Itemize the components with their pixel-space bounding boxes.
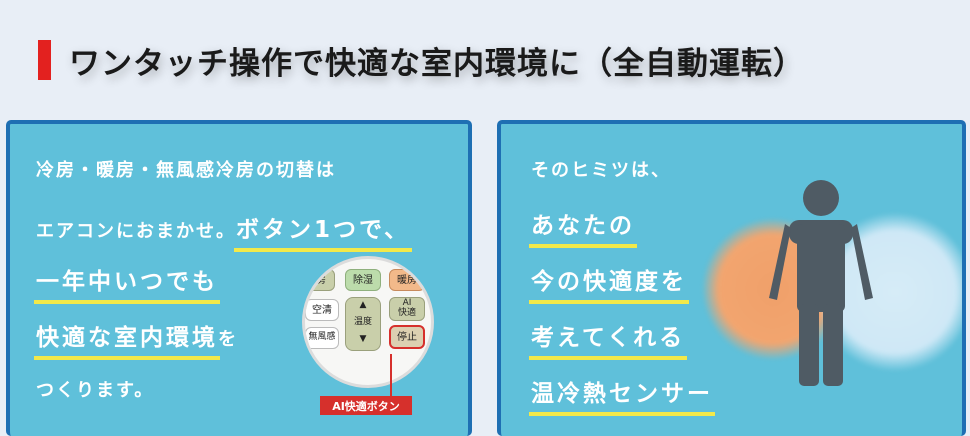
remote-button-purify: 空清 bbox=[305, 299, 339, 321]
ai-comfort-callout: AI快適ボタン bbox=[320, 396, 412, 415]
title-bar: ワンタッチ操作で快適な室内環境に（全自動運転） bbox=[38, 38, 805, 82]
left-line-4-highlight: 快適な室内環境 bbox=[34, 318, 220, 360]
right-line-5-highlight: 温冷熱センサー bbox=[529, 374, 715, 416]
remote-temp-up-icon: ▲ bbox=[359, 300, 367, 311]
left-line-4: 快適な室内環境を bbox=[34, 318, 239, 360]
left-line-2: エアコンにおまかせ。ボタン1つで、 bbox=[36, 210, 413, 252]
right-line-1: そのヒミツは、 bbox=[531, 160, 671, 181]
remote-temp-down-icon: ▼ bbox=[359, 334, 367, 345]
left-panel: 冷房・暖房・無風感冷房の切替は エアコンにおまかせ。ボタン1つで、 一年中いつで… bbox=[6, 120, 472, 436]
left-line-5: つくります。 bbox=[36, 380, 155, 401]
right-line-4: 考えてくれる bbox=[528, 318, 688, 360]
page-title: ワンタッチ操作で快適な室内環境に（全自動運転） bbox=[69, 45, 805, 82]
remote-temp-label: 温度 bbox=[353, 317, 372, 328]
right-line-3: 今の快適度を bbox=[529, 262, 689, 304]
remote-control-illustration: 冷房 除湿 暖房 空清 ▲ 温度 ▼ AI 快適 無風感 停止 bbox=[302, 256, 434, 388]
left-line-3: 一年中いつでも bbox=[34, 262, 220, 304]
right-line-2: あなたの bbox=[529, 206, 637, 248]
right-panel: そのヒミツは、 あなたの 今の快適度を 考えてくれる 温冷熱センサー bbox=[497, 120, 966, 436]
person-icon bbox=[769, 180, 873, 386]
right-line-5: 温冷熱センサー bbox=[529, 374, 715, 416]
remote-button-dehumidify: 除湿 bbox=[345, 269, 381, 291]
left-line-1: 冷房・暖房・無風感冷房の切替は bbox=[36, 160, 336, 181]
remote-button-stop: 停止 bbox=[389, 325, 425, 349]
remote-button-cool: 冷房 bbox=[305, 269, 335, 291]
right-line-2-highlight: あなたの bbox=[529, 206, 637, 248]
remote-button-heat: 暖房 bbox=[389, 269, 425, 291]
right-line-4-highlight: 考えてくれる bbox=[528, 318, 688, 360]
title-accent bbox=[38, 40, 51, 80]
left-line-2-plain: エアコンにおまかせ。 bbox=[36, 221, 236, 242]
left-line-3-highlight: 一年中いつでも bbox=[34, 262, 220, 304]
remote-button-ai-comfort: AI 快適 bbox=[389, 297, 425, 321]
right-line-3-highlight: 今の快適度を bbox=[529, 262, 689, 304]
left-line-2-highlight: ボタン1つで、 bbox=[233, 210, 413, 252]
left-line-4-suffix: を bbox=[218, 329, 239, 350]
ai-callout-leader bbox=[390, 354, 392, 404]
remote-button-windless: 無風感 bbox=[305, 327, 339, 349]
remote-button-temperature bbox=[345, 297, 381, 351]
